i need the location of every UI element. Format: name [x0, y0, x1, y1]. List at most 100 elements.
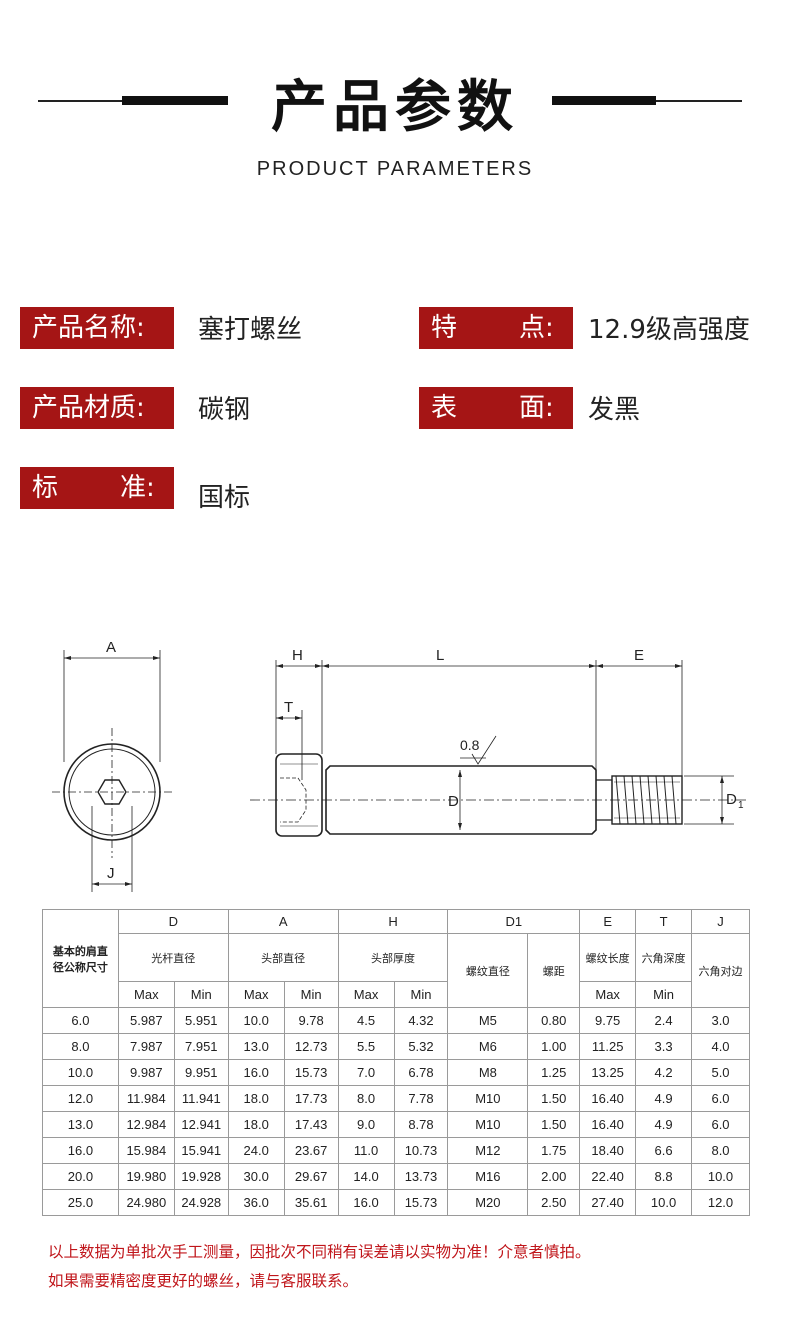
table-cell: 17.43 [283, 1111, 339, 1138]
value-feature: 12.9级高强度 [588, 315, 750, 345]
table-cell: 2.50 [527, 1189, 581, 1216]
table-cell: 6.0 [42, 1007, 119, 1034]
table-cell: 12.0 [691, 1189, 750, 1216]
page-subtitle: PRODUCT PARAMETERS [256, 158, 534, 180]
table-cell: 5.987 [117, 1007, 175, 1034]
table-cell: 7.0 [337, 1059, 395, 1086]
table-cell: 0.80 [527, 1007, 581, 1034]
table-cell: 3.0 [691, 1007, 750, 1034]
table-cell: 5.951 [173, 1007, 229, 1034]
max-label: Max [337, 981, 395, 1008]
table-cell: M20 [447, 1189, 529, 1216]
a-label: 头部直径 [227, 933, 339, 982]
col-D1-header: D1 [447, 909, 581, 934]
dim-label-H: H [292, 647, 303, 664]
table-cell: 18.0 [227, 1111, 285, 1138]
table-cell: 16.40 [579, 1085, 637, 1112]
table-cell: 19.980 [117, 1163, 175, 1190]
table-cell: 12.73 [283, 1033, 339, 1060]
table-cell: 11.0 [337, 1137, 395, 1164]
table-cell: 18.40 [579, 1137, 637, 1164]
table-cell: 24.980 [117, 1189, 175, 1216]
table-cell: 15.941 [173, 1137, 229, 1164]
dim-label-D1-sub: 1 [738, 800, 744, 811]
table-cell: 10.0 [42, 1059, 119, 1086]
dim-label-T: T [284, 699, 293, 716]
table-cell: 6.0 [691, 1111, 750, 1138]
table-cell: 2.4 [635, 1007, 693, 1034]
table-cell: 19.928 [173, 1163, 229, 1190]
table-cell: M16 [447, 1163, 529, 1190]
table-cell: 13.0 [42, 1111, 119, 1138]
col-J-header: J [691, 909, 750, 934]
table-cell: 14.0 [337, 1163, 395, 1190]
table-cell: M5 [447, 1007, 529, 1034]
table-cell: 24.0 [227, 1137, 285, 1164]
t-label: 六角深度 [635, 933, 693, 982]
table-cell: 18.0 [227, 1085, 285, 1112]
table-cell: 35.61 [283, 1189, 339, 1216]
table-cell: 10.0 [227, 1007, 285, 1034]
min-label: Min [635, 981, 693, 1008]
table-cell: 13.25 [579, 1059, 637, 1086]
table-cell: 4.32 [393, 1007, 449, 1034]
label-text-a: 标 [32, 473, 59, 503]
table-cell: M10 [447, 1111, 529, 1138]
table-cell: 7.987 [117, 1033, 175, 1060]
dim-label-J: J [107, 865, 115, 882]
table-cell: 6.6 [635, 1137, 693, 1164]
label-standard: 标 准: [20, 467, 174, 509]
max-label: Max [227, 981, 285, 1008]
table-cell: 12.984 [117, 1111, 175, 1138]
table-cell: 5.0 [691, 1059, 750, 1086]
table-cell: 8.0 [337, 1085, 395, 1112]
disclaimer-line-2: 如果需要精密度更好的螺丝，请与客服联系。 [48, 1272, 359, 1290]
table-cell: 15.984 [117, 1137, 175, 1164]
table-header-row: 基本的肩直径公称尺寸 D A H D1 E T J [42, 909, 750, 1008]
table-cell: 22.40 [579, 1163, 637, 1190]
table-cell: 16.0 [337, 1189, 395, 1216]
disclaimer-line-1: 以上数据为单批次手工测量，因批次不同稍有误差请以实物为准！介意者慎拍。 [48, 1243, 591, 1261]
table-cell: 3.3 [635, 1033, 693, 1060]
table-cell: 1.25 [527, 1059, 581, 1086]
value-standard: 国标 [198, 483, 251, 513]
h-label: 头部厚度 [337, 933, 449, 982]
table-cell: 8.8 [635, 1163, 693, 1190]
label-text-b: 点: [519, 313, 554, 343]
table-cell: 12.941 [173, 1111, 229, 1138]
table-cell: M12 [447, 1137, 529, 1164]
table-cell: 4.0 [691, 1033, 750, 1060]
value-surface: 发黑 [588, 395, 641, 425]
table-cell: 1.50 [527, 1085, 581, 1112]
table-cell: 20.0 [42, 1163, 119, 1190]
table-cell: 10.0 [635, 1189, 693, 1216]
table-cell: 23.67 [283, 1137, 339, 1164]
table-cell: 10.73 [393, 1137, 449, 1164]
table-cell: 27.40 [579, 1189, 637, 1216]
value-material: 碳钢 [198, 395, 251, 425]
roughness-label: 0.8 [460, 737, 480, 753]
label-text-a: 特 [431, 313, 458, 343]
nominal-header: 基本的肩直径公称尺寸 [42, 909, 119, 1008]
label-product-name: 产品名称: [20, 307, 174, 349]
col-E-header: E [579, 909, 637, 934]
table-cell: 4.9 [635, 1111, 693, 1138]
table-cell: 1.75 [527, 1137, 581, 1164]
side-view [250, 660, 746, 837]
label-text-b: 准: [120, 473, 155, 503]
table-subheader-row: 光杆直径 头部直径 头部厚度 螺纹直径 螺距 螺纹长度 六角深度 六角对边 [43, 933, 750, 1008]
table-cell: M10 [447, 1085, 529, 1112]
table-cell: 11.984 [117, 1085, 175, 1112]
table-cell: 8.0 [691, 1137, 750, 1164]
dim-label-E: E [634, 647, 644, 664]
table-cell: 5.5 [337, 1033, 395, 1060]
table-cell: 6.78 [393, 1059, 449, 1086]
table-maxmin-row: Max Min Max Min Max Min Max Min [43, 981, 750, 1008]
table-cell: 16.40 [579, 1111, 637, 1138]
